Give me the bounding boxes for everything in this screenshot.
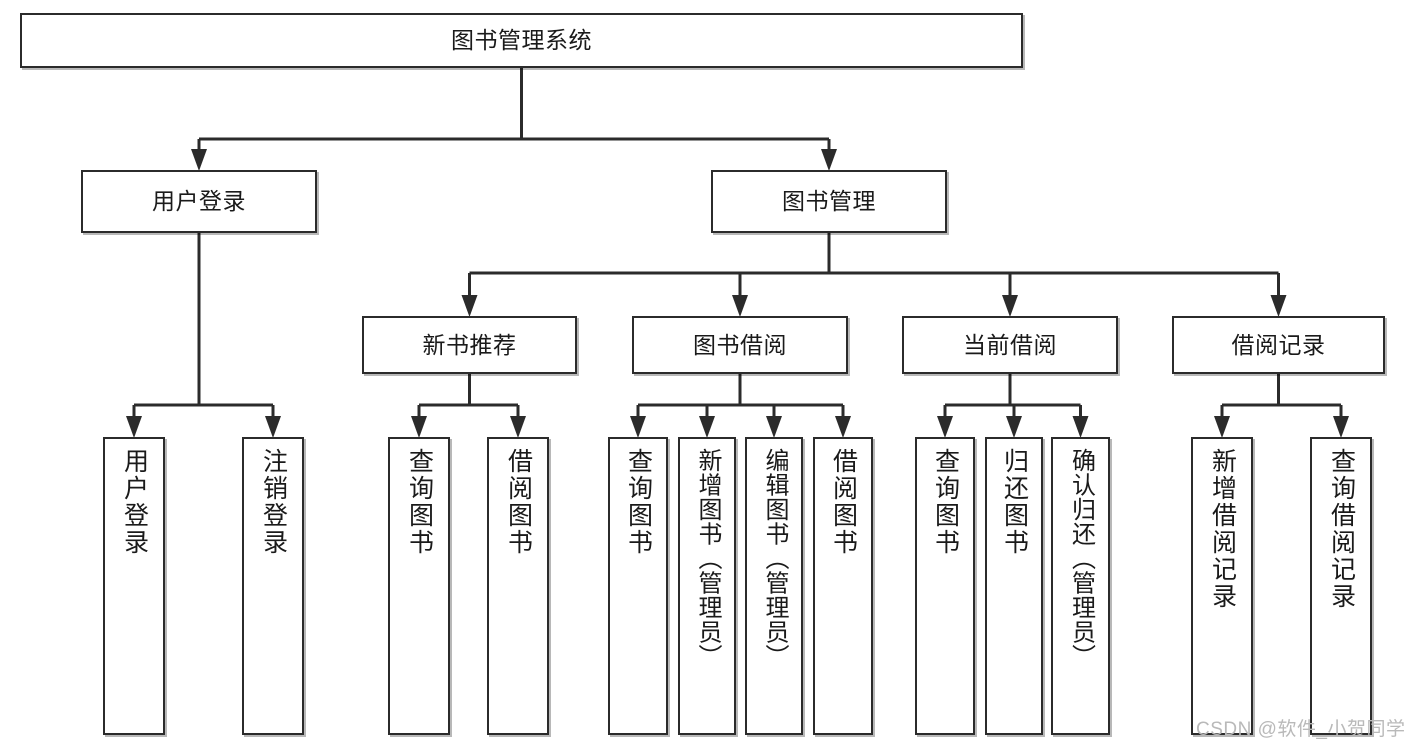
node-leaf-return-book[interactable]: 归还图书 [985, 437, 1043, 735]
node-login[interactable]: 用户登录 [81, 170, 317, 233]
arrow-head [1214, 416, 1230, 438]
arrow-head [1006, 416, 1022, 438]
node-label: 查询图书 [931, 448, 960, 556]
watermark-text: CSDN @软件_小贺同学 [1196, 719, 1405, 740]
node-leaf-query-book-2[interactable]: 查询图书 [608, 437, 668, 735]
node-label: 图书借阅 [693, 331, 787, 358]
node-label: 图书管理系统 [451, 27, 592, 53]
node-current[interactable]: 当前借阅 [902, 316, 1118, 374]
node-label: 借阅图书 [504, 448, 533, 556]
node-newbook[interactable]: 新书推荐 [362, 316, 577, 374]
arrow-head [937, 416, 953, 438]
arrow-head [732, 295, 748, 317]
node-label: 新书推荐 [422, 331, 517, 358]
arrow-head [510, 416, 526, 438]
node-leaf-edit-book[interactable]: 编辑图书（管理员） [745, 437, 803, 735]
arrow-head [191, 149, 207, 171]
node-leaf-user-login[interactable]: 用户登录 [103, 437, 165, 735]
arrow-head [1270, 295, 1287, 317]
node-label: 用户登录 [152, 188, 246, 214]
node-label: 编辑图书（管理员） [760, 448, 788, 669]
arrow-head [126, 416, 142, 438]
arrow-head [1072, 416, 1089, 438]
node-leaf-query-book-3[interactable]: 查询图书 [915, 437, 975, 735]
node-label: 查询图书 [405, 448, 434, 556]
node-label: 新增借阅记录 [1208, 448, 1237, 610]
node-leaf-borrow-book-1[interactable]: 借阅图书 [487, 437, 549, 735]
node-label: 查询借阅记录 [1327, 448, 1356, 610]
node-root[interactable]: 图书管理系统 [20, 13, 1023, 68]
node-leaf-query-book-1[interactable]: 查询图书 [388, 437, 450, 735]
node-label: 注销登录 [259, 448, 288, 556]
node-leaf-logout[interactable]: 注销登录 [242, 437, 304, 735]
node-leaf-borrow-book-2[interactable]: 借阅图书 [813, 437, 873, 735]
arrow-head [1002, 295, 1018, 317]
node-borrow[interactable]: 图书借阅 [632, 316, 848, 374]
node-leaf-add-record[interactable]: 新增借阅记录 [1191, 437, 1253, 735]
arrow-head [630, 416, 646, 438]
node-label: 借阅图书 [829, 448, 858, 556]
node-label: 新增图书（管理员） [693, 448, 721, 669]
arrow-head [766, 416, 782, 438]
arrow-head [1333, 416, 1349, 438]
node-leaf-add-book[interactable]: 新增图书（管理员） [678, 437, 736, 735]
node-leaf-query-record[interactable]: 查询借阅记录 [1310, 437, 1372, 735]
arrow-head [265, 416, 281, 438]
node-label: 当前借阅 [963, 331, 1057, 358]
arrow-head [461, 295, 478, 317]
node-leaf-confirm-ret[interactable]: 确认归还（管理员） [1051, 437, 1110, 735]
node-label: 图书管理 [782, 188, 876, 214]
node-label: 确认归还（管理员） [1067, 448, 1095, 669]
node-label: 用户登录 [120, 448, 149, 556]
node-label: 归还图书 [1000, 448, 1029, 556]
arrow-head [835, 416, 851, 438]
node-label: 借阅记录 [1231, 331, 1326, 358]
node-label: 查询图书 [624, 448, 653, 556]
arrow-head [411, 416, 427, 438]
arrow-head [821, 149, 837, 171]
node-bookmgmt[interactable]: 图书管理 [711, 170, 947, 233]
node-records[interactable]: 借阅记录 [1172, 316, 1385, 374]
arrow-head [699, 416, 715, 438]
